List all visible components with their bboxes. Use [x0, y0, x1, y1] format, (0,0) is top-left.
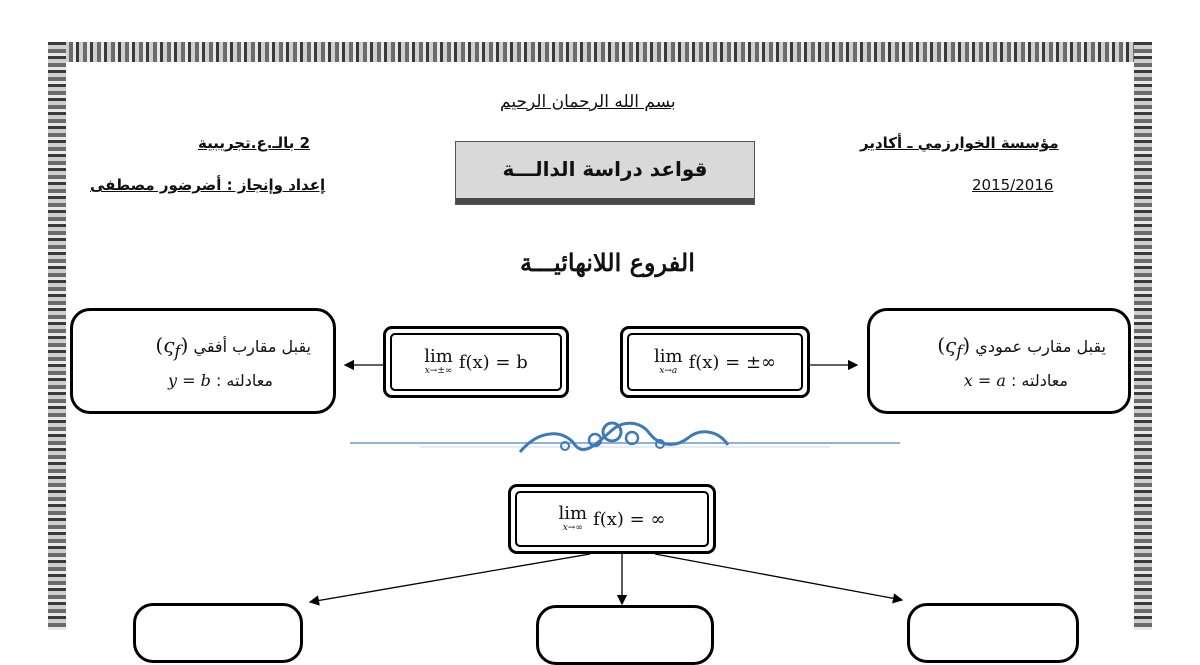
curve-symbol: (ςf) — [937, 333, 971, 361]
arrow-to-branch-right — [654, 553, 904, 604]
school-name: مؤسسة الخوارزمي ـ أكادير — [860, 134, 1059, 152]
vertical-asymptote-equation: معادلته : x = a — [963, 371, 1068, 390]
horizontal-asymptote-equation: معادلته : y = b — [168, 371, 273, 390]
arrow-to-branch-left — [308, 553, 591, 606]
class-level: 2 بالـ.ع.تجريبية — [198, 134, 311, 152]
branch-box-left — [133, 603, 303, 663]
school-year: 2015/2016 — [972, 176, 1054, 194]
horizontal-limit-expr: f(x) = b — [458, 351, 528, 373]
branch-box-right — [907, 603, 1079, 663]
vertical-limit-expr: f(x) = ±∞ — [688, 351, 777, 373]
vertical-asymptote-box: يقبل مقارب عمودي (ςf) معادلته : x = a — [867, 308, 1131, 414]
connector-lines — [308, 359, 904, 606]
ornament-divider-icon — [350, 421, 900, 453]
author-line: إعداد وإنجاز : أضرضور مصطفى — [90, 176, 325, 194]
page-border-left — [48, 42, 66, 630]
page-border-right — [1134, 42, 1152, 630]
curve-symbol: (ςf) — [155, 333, 189, 361]
infinite-limit-expr: f(x) = ∞ — [593, 508, 666, 530]
document-title-box: قواعد دراسة الدالـــة — [455, 141, 755, 205]
page-border-top — [48, 42, 1152, 62]
branch-box-middle — [536, 605, 714, 665]
basmala-heading: بسم الله الرحمان الرحيم — [500, 92, 676, 112]
horizontal-asymptote-desc: يقبل مقارب أفقي (ςf) — [155, 333, 311, 361]
author-name: أضرضور مصطفى — [90, 176, 222, 194]
section-title: الفروع اللانهائيـــة — [520, 248, 695, 277]
author-prefix: إعداد وإنجاز : — [221, 176, 326, 194]
document-title: قواعد دراسة الدالـــة — [502, 157, 708, 181]
horizontal-asymptote-box: يقبل مقارب أفقي (ςf) معادلته : y = b — [70, 308, 336, 414]
vertical-asymptote-desc: يقبل مقارب عمودي (ςf) — [937, 333, 1106, 361]
